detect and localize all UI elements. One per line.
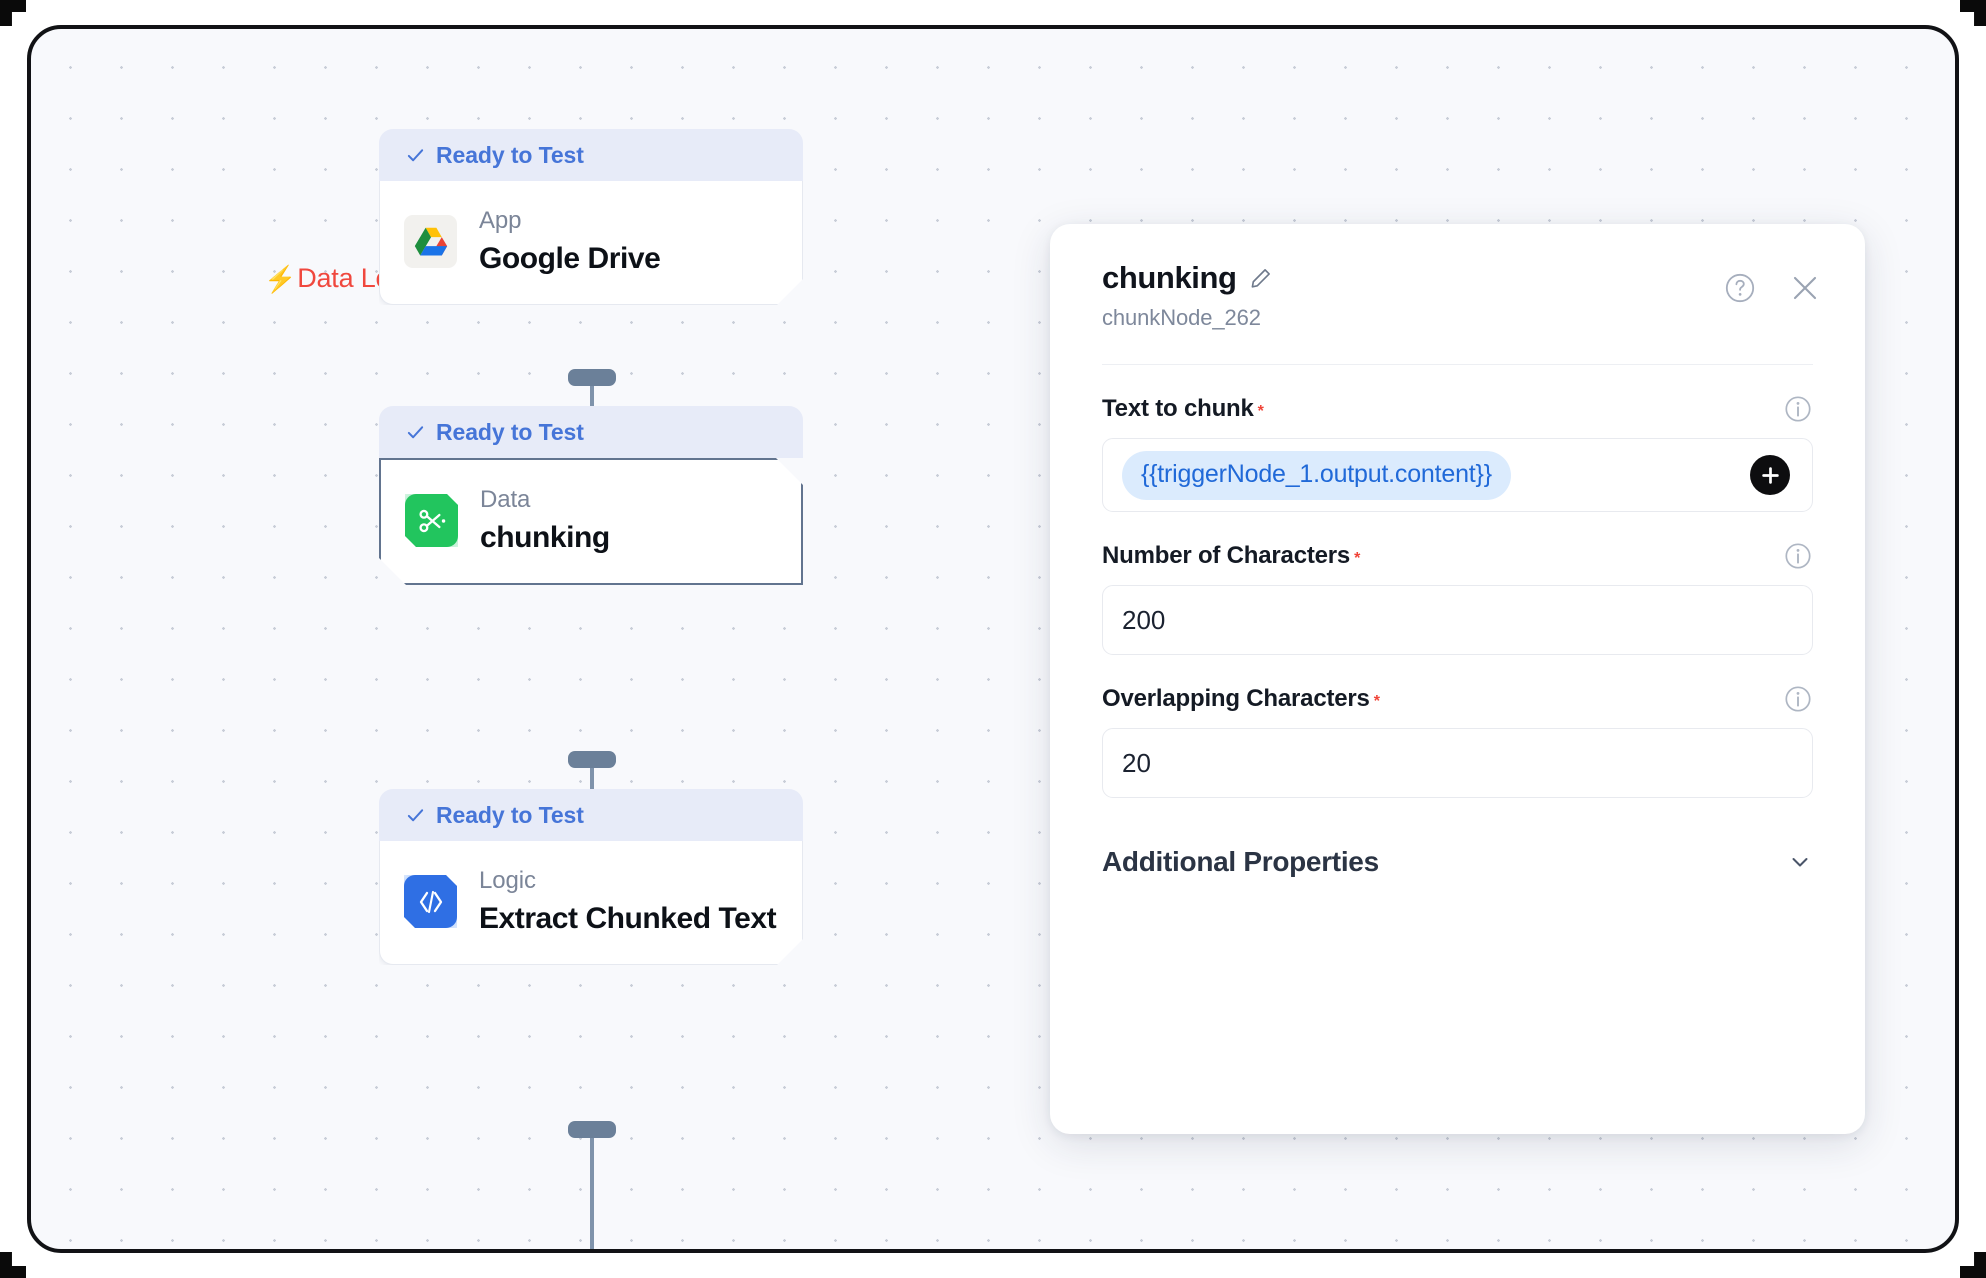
node-status-label: Ready to Test xyxy=(436,418,584,445)
connector-handle-out-2[interactable] xyxy=(568,751,616,768)
crop-mark-top-right xyxy=(1960,0,1986,26)
node-title-label: Extract Chunked Text xyxy=(479,902,777,935)
info-icon[interactable] xyxy=(1783,541,1813,571)
field-label-wrap: Text to chunk* xyxy=(1102,395,1264,423)
node-status-bar: Ready to Test xyxy=(379,129,803,181)
field-label-wrap: Number of Characters* xyxy=(1102,542,1360,570)
required-marker: * xyxy=(1373,693,1380,710)
check-icon xyxy=(407,808,424,821)
field-overlapping-characters: Overlapping Characters* 20 xyxy=(1102,684,1813,798)
node-config-panel: chunking chunkNode_262 xyxy=(1050,224,1865,1134)
node-status-label: Ready to Test xyxy=(436,141,584,168)
pencil-icon[interactable] xyxy=(1250,267,1272,289)
question-circle-icon[interactable] xyxy=(1723,271,1757,305)
accordion-label: Additional Properties xyxy=(1102,846,1379,877)
chevron-down-icon[interactable] xyxy=(1787,849,1813,875)
node-text: App Google Drive xyxy=(479,207,660,276)
node-body[interactable]: App Google Drive xyxy=(379,181,803,305)
node-body[interactable]: Logic Extract Chunked Text xyxy=(379,841,803,965)
node-title-label: chunking xyxy=(480,521,610,554)
code-brackets-icon xyxy=(404,875,457,928)
field-header: Overlapping Characters* xyxy=(1102,684,1813,714)
field-label-wrap: Overlapping Characters* xyxy=(1102,685,1380,713)
node-status-bar: Ready to Test xyxy=(379,406,803,458)
additional-properties-accordion[interactable]: Additional Properties xyxy=(1102,846,1813,878)
required-marker: * xyxy=(1354,550,1361,567)
scissors-icon xyxy=(405,494,458,547)
node-status-bar: Ready to Test xyxy=(379,789,803,841)
add-variable-button[interactable] xyxy=(1750,455,1790,495)
info-icon[interactable] xyxy=(1783,394,1813,424)
field-label: Text to chunk xyxy=(1102,395,1254,422)
node-text: Data chunking xyxy=(480,486,610,555)
workflow-node-google-drive[interactable]: Ready to Test App Google Drive xyxy=(379,129,803,305)
close-icon[interactable] xyxy=(1788,271,1822,305)
crop-mark-bottom-right xyxy=(1960,1252,1986,1278)
field-header: Number of Characters* xyxy=(1102,541,1813,571)
connector-handle-out-1[interactable] xyxy=(568,369,616,386)
panel-title-row: chunking xyxy=(1102,260,1819,296)
field-label: Number of Characters xyxy=(1102,542,1351,569)
required-marker: * xyxy=(1257,403,1264,420)
check-icon xyxy=(407,148,424,161)
node-status-label: Ready to Test xyxy=(436,801,584,828)
input-value: 20 xyxy=(1122,747,1151,778)
crop-mark-top-left xyxy=(0,0,26,26)
connector-handle-out-3[interactable] xyxy=(568,1121,616,1138)
node-kind-label: App xyxy=(479,207,522,234)
panel-divider xyxy=(1102,364,1813,365)
plus-icon xyxy=(1761,466,1779,484)
workflow-node-chunking[interactable]: Ready to Test Data chunking xyxy=(379,406,803,585)
field-label: Overlapping Characters xyxy=(1102,685,1370,712)
crop-mark-bottom-left xyxy=(0,1252,26,1278)
node-body[interactable]: Data chunking xyxy=(379,458,803,585)
lightning-bolt-icon: ⚡ xyxy=(264,263,297,294)
panel-actions xyxy=(1723,271,1822,305)
connector-line-3 xyxy=(590,1129,594,1249)
text-to-chunk-input[interactable]: {{triggerNode_1.output.content}} xyxy=(1102,438,1813,512)
panel-body: Text to chunk* {{triggerNode_1.output.co… xyxy=(1050,394,1865,878)
node-kind-label: Data xyxy=(480,486,531,513)
number-of-characters-input[interactable]: 200 xyxy=(1102,585,1813,655)
page-title: chunking xyxy=(1102,260,1237,295)
node-text: Logic Extract Chunked Text xyxy=(479,867,776,936)
field-number-of-characters: Number of Characters* 200 xyxy=(1102,541,1813,655)
google-drive-icon xyxy=(404,215,457,268)
panel-header: chunking chunkNode_262 xyxy=(1050,224,1865,331)
workflow-canvas[interactable]: ⚡ Data Loader Ready to Test xyxy=(27,25,1959,1253)
info-icon[interactable] xyxy=(1783,684,1813,714)
field-text-to-chunk: Text to chunk* {{triggerNode_1.output.co… xyxy=(1102,394,1813,512)
expression-chip[interactable]: {{triggerNode_1.output.content}} xyxy=(1122,450,1511,500)
overlapping-characters-input[interactable]: 20 xyxy=(1102,728,1813,798)
input-value: 200 xyxy=(1122,604,1166,635)
field-header: Text to chunk* xyxy=(1102,394,1813,424)
node-title-label: Google Drive xyxy=(479,242,661,275)
node-kind-label: Logic xyxy=(479,867,536,894)
workflow-node-extract-chunked-text[interactable]: Ready to Test Logic Extract Chunked Text xyxy=(379,789,803,965)
check-icon xyxy=(407,425,424,438)
node-id-label: chunkNode_262 xyxy=(1102,305,1261,330)
